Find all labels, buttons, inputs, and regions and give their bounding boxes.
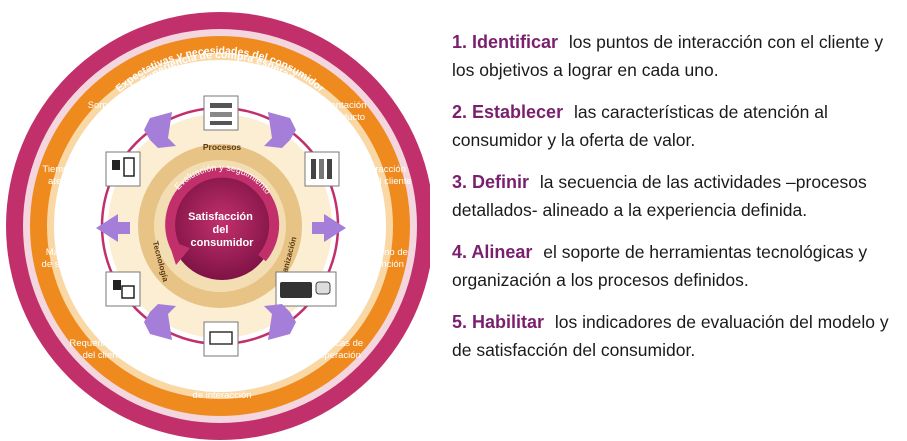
ring-item-herramientas: Herramientas de interacción — [192, 378, 252, 401]
ring-item-sorpresa: Sorpresa y deleite — [88, 100, 137, 123]
support-material-icon — [105, 271, 141, 307]
product-presentation-icon — [203, 95, 239, 131]
keyboard-icon — [275, 271, 337, 307]
center-circle — [170, 176, 274, 280]
interaction-tools-icon — [203, 321, 239, 357]
attention-time-icon — [105, 151, 141, 187]
arrow-bottom-right — [264, 304, 296, 340]
step-2-keyword: 2. Establecer — [452, 102, 564, 122]
ring-item-material: Material de soporte — [42, 247, 87, 270]
evaluation-cycle-arrow — [165, 167, 280, 262]
arrow-top-right — [264, 112, 296, 148]
inward-arrows — [96, 112, 346, 340]
ring-item-tiempo: Tiempo de atención — [42, 164, 89, 187]
step-5-text: los indicadores de evaluación del modelo… — [452, 312, 889, 360]
arrow-top-left — [144, 112, 176, 148]
center-label-3: consumidor — [191, 237, 255, 249]
customer-satisfaction-diagram: Satisfacción del consumidor Expectativas… — [6, 12, 430, 440]
step-5: 5. Habilitar los indicadores de evaluaci… — [452, 308, 902, 364]
step-5-keyword: 5. Habilitar — [452, 312, 545, 332]
step-1: 1. Identificar los puntos de interacción… — [452, 28, 902, 84]
procesos-label: Procesos — [203, 142, 242, 152]
center-label-1: Satisfacción — [188, 211, 253, 223]
arrow-left — [96, 214, 130, 242]
ring-item-entorno: Entorno de atención — [361, 247, 410, 270]
step-1-keyword: 1. Identificar — [452, 32, 559, 52]
step-4: 4. Alinear el soporte de herramientas te… — [452, 238, 902, 294]
ring-item-presentacion: Presentación de producto — [311, 100, 369, 123]
step-3-keyword: 3. Definir — [452, 172, 530, 192]
step-4-text: el soporte de herramientas tecnológicas … — [452, 242, 868, 290]
arrow-bottom-left — [144, 304, 176, 340]
cycle-arrowhead — [168, 240, 190, 265]
ring-item-requerimientos: Requerimientos del cliente — [69, 338, 138, 361]
ring-item-politicas: Políticas de operación — [314, 338, 366, 361]
arrow-right — [312, 214, 346, 242]
client-interaction-icon — [304, 151, 340, 187]
step-3: 3. Definir la secuencia de las actividad… — [452, 168, 902, 224]
svg-text:Satisfacción del consu: Satisfacción del consumidor — [188, 211, 256, 249]
step-3-text: la secuencia de las actividades –proceso… — [452, 172, 867, 220]
step-1-text: los puntos de interacción con el cliente… — [452, 32, 884, 80]
center-label-2: del — [213, 224, 229, 236]
step-4-keyword: 4. Alinear — [452, 242, 533, 262]
step-2-text: las características de atención al consu… — [452, 102, 828, 150]
ring-item-interaccion: Interacción con el cliente — [356, 164, 411, 187]
step-2: 2. Establecer las características de ate… — [452, 98, 902, 154]
steps-list: 1. Identificar los puntos de interacción… — [452, 28, 902, 378]
